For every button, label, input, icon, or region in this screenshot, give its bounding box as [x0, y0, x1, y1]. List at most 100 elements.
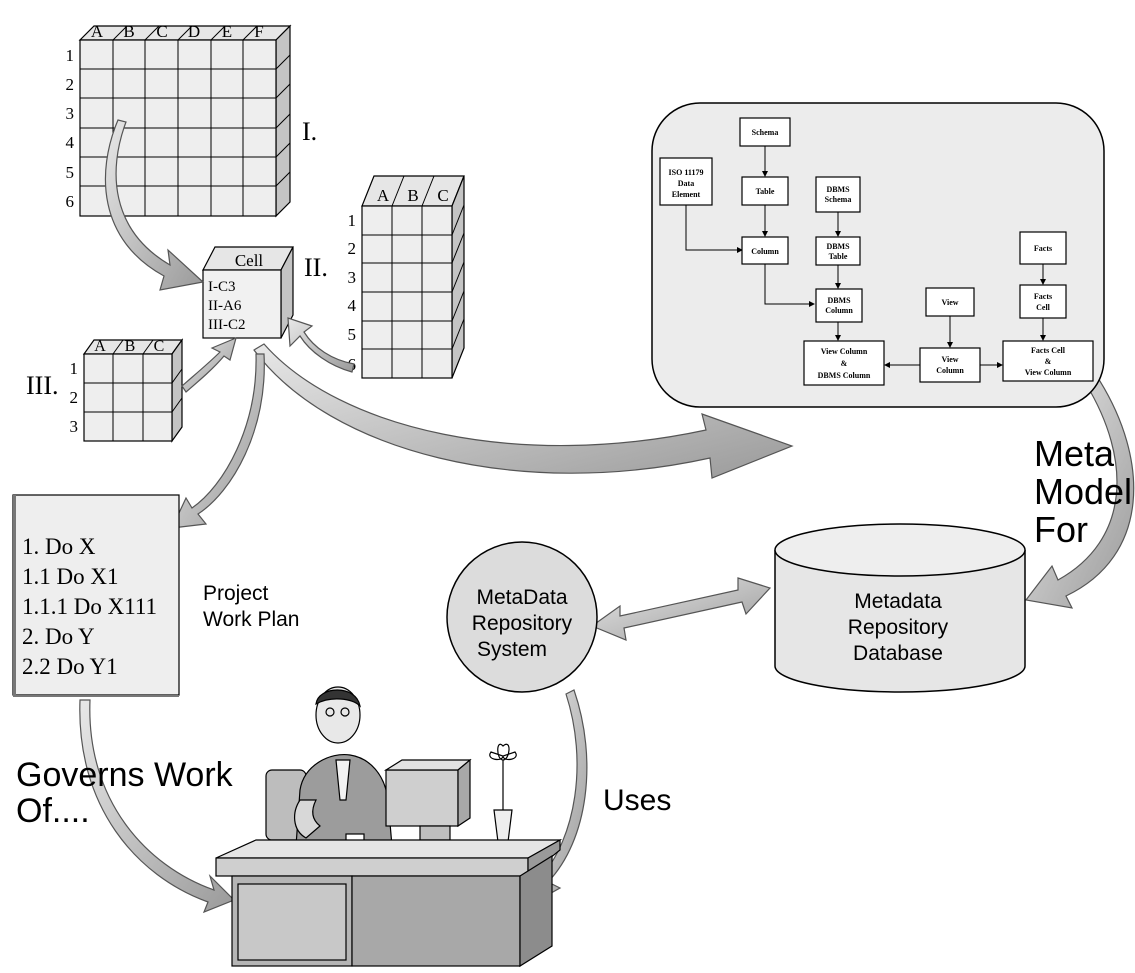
node-dbms-table-box [815, 236, 861, 266]
grid-one-col-a: A [91, 22, 104, 41]
node-dbms-schema-box [815, 176, 861, 213]
grid-three-row-2: 2 [70, 388, 79, 407]
database-body [774, 550, 1026, 693]
node-iso-line1: ISO 11179 [669, 168, 704, 177]
node-facts-cell-box [1019, 284, 1067, 319]
grid-one-row-1: 1 [66, 46, 75, 65]
metamodel-caption: Meta Model For [1034, 433, 1132, 550]
caption-for: For [1034, 509, 1088, 550]
person-glasses-left [325, 707, 335, 717]
governs-label-line1: Governs Work [16, 756, 234, 794]
cell-ref-3: III-C2 [208, 317, 246, 333]
node-dbms-column-line2: Column [825, 306, 853, 315]
grid-one-row-3: 3 [66, 104, 75, 123]
node-facts-view-line3: View Column [1025, 368, 1072, 377]
person-glasses-right [340, 707, 350, 717]
desk-drawer-panel [237, 883, 347, 961]
grid-two-row-5: 5 [348, 325, 357, 344]
grid-three-side-face [171, 338, 183, 443]
node-dbms-table-line1: DBMS [826, 242, 850, 251]
monitor-base [419, 825, 451, 841]
node-view-column-line2: Column [936, 366, 964, 375]
cell-cube: Cell I-C3 II-A6 III-C2 [202, 246, 294, 339]
grid-three-row-1: 1 [70, 359, 79, 378]
grid-three-col-c: C [154, 338, 165, 355]
grid-two-col-a: A [377, 186, 390, 205]
grid-one-col-c: C [156, 22, 167, 41]
person-shirt [335, 759, 351, 801]
node-view-dbms-line2: & [841, 359, 848, 368]
node-iso-box [659, 157, 713, 206]
work-plan-item-5: 2.2 Do Y1 [22, 654, 118, 679]
work-plan-label-2: Work Plan [203, 608, 299, 631]
grid-two-row-1: 1 [348, 211, 357, 230]
work-plan-item-4: 2. Do Y [22, 624, 95, 649]
desk-side-panel [519, 854, 553, 968]
person-head [315, 686, 361, 744]
work-plan-label-1: Project [203, 582, 269, 605]
arrow-grid-one-to-cell [104, 119, 205, 291]
grid-one-row-5: 5 [66, 163, 75, 182]
node-dbms-column-box [815, 288, 863, 323]
grid-two-row-3: 3 [348, 268, 357, 287]
grid-one-row-4: 4 [66, 133, 75, 152]
node-table: Table [756, 187, 775, 196]
repository-system-circle [446, 541, 598, 693]
monitor-body [385, 769, 459, 827]
database-line2: Repository [848, 616, 949, 639]
grid-one-row-2: 2 [66, 75, 75, 94]
grid-two-roman: II. [304, 253, 328, 282]
node-dbms-schema-line2: Schema [825, 195, 852, 204]
monitor-top [383, 759, 472, 771]
cell-ref-2: II-A6 [208, 298, 242, 314]
node-view-dbms-line3: DBMS Column [818, 371, 871, 380]
node-facts-view-line1: Facts Cell [1031, 346, 1066, 355]
grid-three-col-b: B [125, 338, 136, 355]
governs-label-line2: Of.... [16, 792, 90, 830]
grid-three-roman: III. [26, 371, 58, 400]
desk-top [215, 839, 563, 859]
node-view-dbms-column-box [803, 340, 885, 386]
cell-ref-1: I-C3 [208, 279, 236, 295]
node-table-box [741, 176, 789, 206]
grid-three: A B C 1 2 3 III. [26, 338, 184, 443]
node-column-box [741, 236, 789, 265]
node-view-dbms-line1: View Column [821, 347, 868, 356]
desk-front-panel [351, 875, 521, 967]
grid-three-col-a: A [94, 338, 106, 355]
node-facts: Facts [1034, 244, 1052, 253]
node-facts-view-column-box [1002, 340, 1094, 382]
grid-three-row-3: 3 [70, 417, 79, 436]
arrow-system-database [590, 577, 772, 641]
arrow-metamodel-to-database [1024, 377, 1135, 609]
arrow-grid-three-to-cell [181, 336, 237, 393]
grid-one: A B C D E F 1 2 3 4 5 6 I. [66, 22, 317, 218]
repository-database: Metadata Repository Database [774, 523, 1026, 693]
grid-one-col-f: F [254, 22, 263, 41]
vase [493, 809, 513, 843]
work-plan: 1. Do X 1.1 Do X1 1.1.1 Do X111 2. Do Y … [12, 494, 299, 697]
node-view-column-box [919, 347, 981, 383]
node-facts-view-line2: & [1045, 357, 1052, 366]
metamodel-box: Schema ISO 11179 Data Element Table DBMS… [651, 102, 1105, 408]
arrow-workplan-to-desk [79, 699, 236, 914]
arrow-cell-to-workplan [171, 353, 265, 529]
node-dbms-table-line2: Table [829, 252, 848, 261]
node-dbms-column-line1: DBMS [827, 296, 851, 305]
person-hair [315, 689, 361, 708]
work-plan-item-3: 1.1.1 Do X111 [22, 594, 157, 619]
grid-one-row-6: 6 [66, 192, 75, 211]
node-iso-line3: Element [672, 190, 701, 199]
cell-cube-front [202, 269, 282, 339]
node-facts-cell-line1: Facts [1034, 292, 1052, 301]
desk-scene-illustration [215, 686, 563, 968]
grid-two-row-2: 2 [348, 239, 357, 258]
node-column: Column [751, 247, 779, 256]
node-schema-box [739, 117, 791, 147]
caption-model: Model [1034, 471, 1132, 512]
grid-one-col-b: B [123, 22, 134, 41]
cell-cube-title: Cell [235, 251, 264, 270]
repository-system-line3: System [477, 638, 547, 661]
desk-edge [215, 857, 529, 877]
